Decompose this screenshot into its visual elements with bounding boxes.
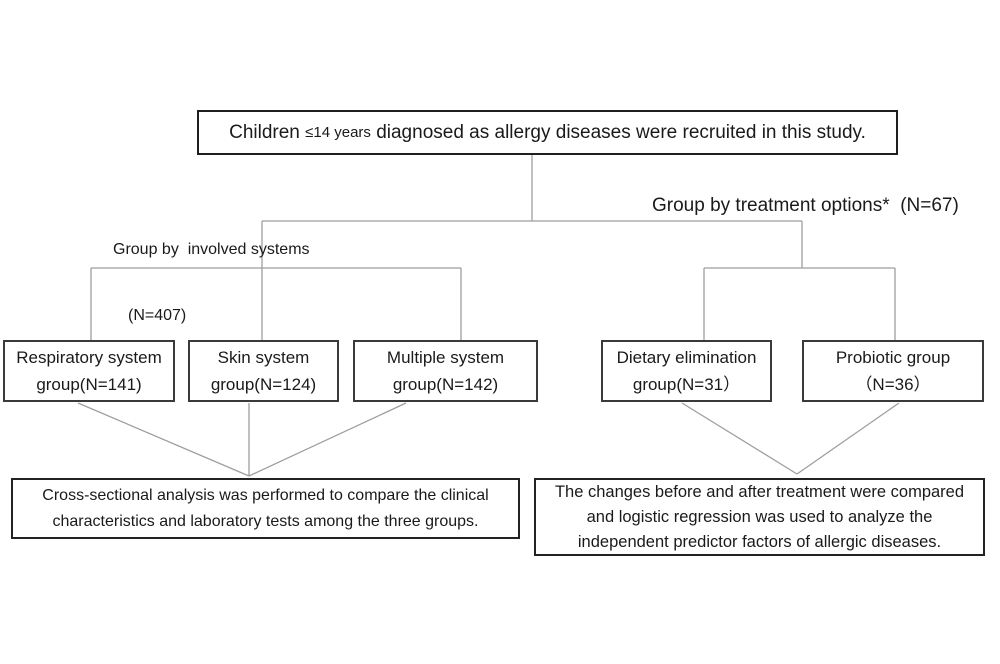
outcome-box-cross-sectional: Cross-sectional analysis was performed t… xyxy=(11,478,520,539)
group-box-multiple: Multiple system group(N=142) xyxy=(353,340,538,402)
right-branch-label: Group by treatment options* (N=67) xyxy=(652,195,959,216)
group-box-respiratory: Respiratory system group(N=141) xyxy=(3,340,175,402)
recruitment-text-age: ≤14 years xyxy=(305,124,371,141)
recruitment-text-part1: Children xyxy=(229,121,306,143)
left-branch-label: Group by involved systems (N=407) xyxy=(113,195,310,371)
group-box-skin: Skin system group(N=124) xyxy=(188,340,339,402)
group-box-line: group(N=141) xyxy=(36,375,142,394)
outcome-line: The changes before and after treatment w… xyxy=(554,482,965,501)
group-box-line: group(N=124) xyxy=(210,375,317,394)
group-box-line: Probiotic group xyxy=(835,348,951,367)
group-box-line: Dietary elimination xyxy=(616,348,757,367)
outcome-box-treatment-analysis: The changes before and after treatment w… xyxy=(534,478,985,556)
group-box-line: group(N=31） xyxy=(632,375,741,394)
left-branch-label-title: Group by involved systems xyxy=(113,241,310,258)
converge-right-diag2 xyxy=(796,402,900,475)
group-box-line: Respiratory system xyxy=(16,348,162,367)
recruitment-box: Children ≤14 years diagnosed as allergy … xyxy=(197,110,898,155)
converge-left-diag1 xyxy=(77,402,250,477)
outcome-line: and logistic regression was used to anal… xyxy=(586,507,933,526)
converge-left-diag2 xyxy=(248,402,407,477)
outcome-line: Cross-sectional analysis was performed t… xyxy=(42,486,489,504)
group-box-dietary-elimination: Dietary elimination group(N=31） xyxy=(601,340,772,402)
group-box-probiotic: Probiotic group （N=36） xyxy=(802,340,984,402)
converge-right-diag1 xyxy=(681,402,798,475)
group-box-line: Multiple system xyxy=(386,348,505,367)
group-box-line: （N=36） xyxy=(855,375,931,394)
group-box-line: group(N=142) xyxy=(392,375,499,394)
group-box-line: Skin system xyxy=(217,348,310,367)
outcome-line: independent predictor factors of allergi… xyxy=(577,532,942,551)
outcome-line: characteristics and laboratory tests amo… xyxy=(52,512,479,530)
recruitment-text-part2: diagnosed as allergy diseases were recru… xyxy=(370,121,866,143)
left-branch-label-count: (N=407) xyxy=(128,307,187,324)
